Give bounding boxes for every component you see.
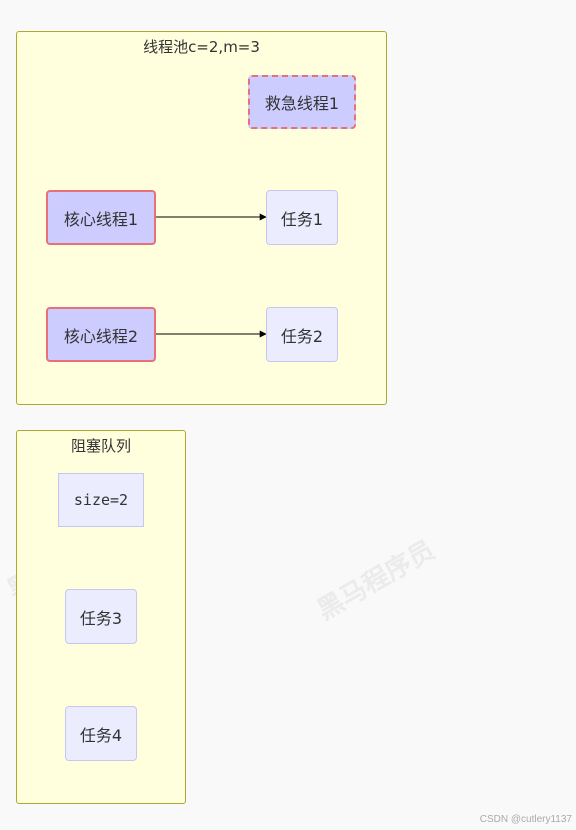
queue-size-node: size=2 [58, 473, 144, 527]
task-node: 任务1 [266, 190, 338, 245]
csdn-credit: CSDN @cutlery1137 [479, 814, 572, 825]
thread-pool-title: 线程池c=2,m=3 [143, 38, 260, 56]
core-thread-label: 核心线程1 [63, 209, 139, 229]
blocking-queue-title: 阻塞队列 [70, 437, 131, 455]
core-thread-label: 核心线程2 [63, 326, 139, 346]
queued-task-node: 任务3 [65, 589, 137, 644]
queued-task-node: 任务4 [65, 706, 137, 761]
task-label: 任务2 [280, 326, 324, 346]
core-thread-node: 核心线程2 [46, 307, 156, 362]
queued-task-label: 任务4 [79, 725, 123, 745]
queue-size-label: size=2 [73, 491, 129, 509]
task-label: 任务1 [280, 209, 324, 229]
queued-task-label: 任务3 [79, 608, 123, 628]
emergency-thread-label: 救急线程1 [264, 94, 340, 113]
emergency-thread-node: 救急线程1 [248, 75, 356, 129]
core-thread-node: 核心线程1 [46, 190, 156, 245]
task-node: 任务2 [266, 307, 338, 362]
